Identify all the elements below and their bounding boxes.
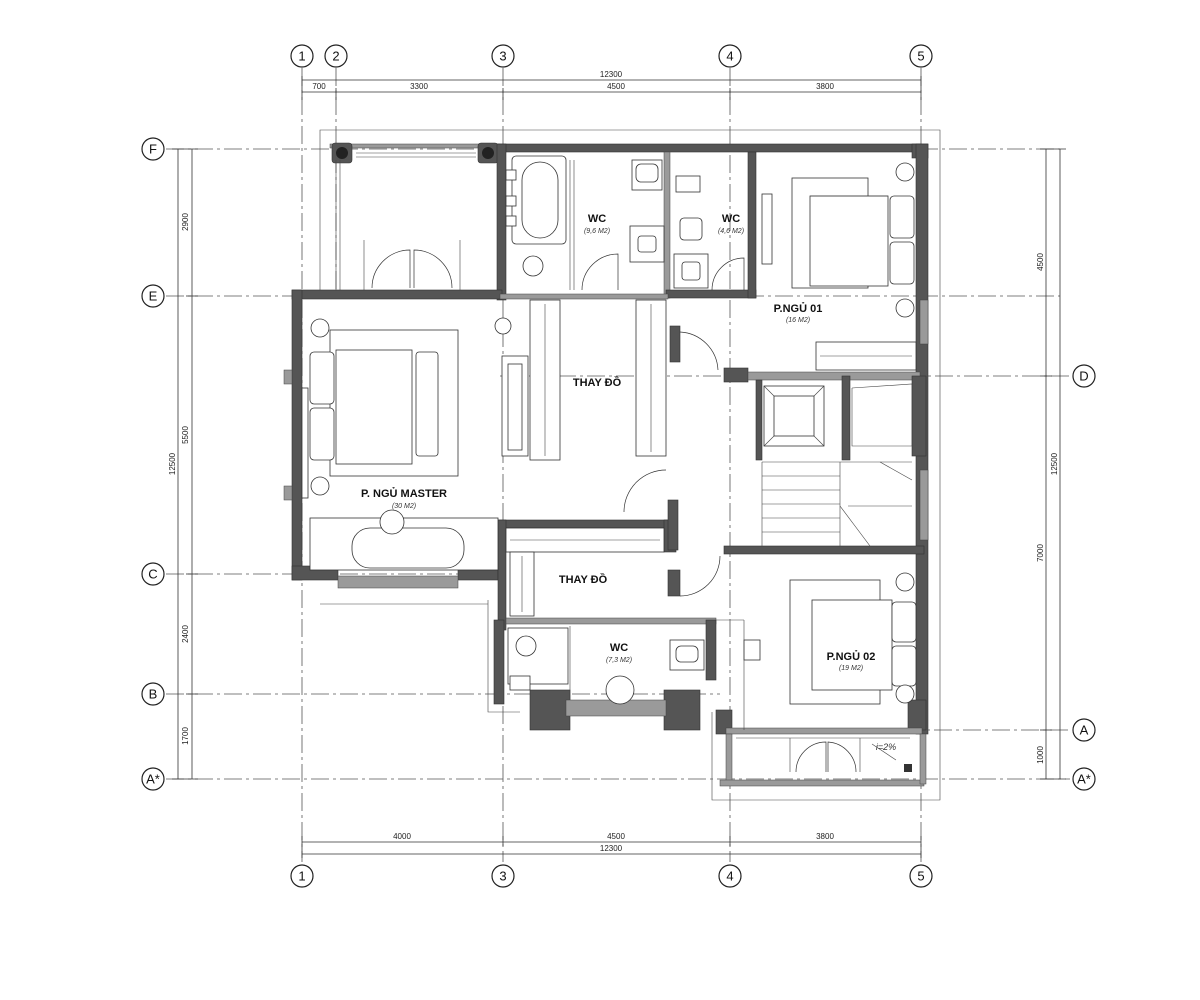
wc1-fixtures bbox=[505, 155, 665, 291]
grid-label-col-2: 2 bbox=[332, 49, 339, 64]
grid-label-row-C: C bbox=[148, 567, 157, 582]
master-area: (30 M2) bbox=[392, 503, 416, 510]
grid-bubbles-top: 1 2 3 4 5 bbox=[290, 44, 933, 68]
bed1-furniture bbox=[761, 162, 917, 371]
dim-left-seg-3: 2400 bbox=[181, 625, 190, 643]
wc1-label: WC bbox=[588, 213, 606, 225]
grid-bubbles-left: F E C B A* bbox=[141, 137, 165, 791]
grid-label-row-F: F bbox=[149, 142, 157, 157]
dim-right-seg-1: 4500 bbox=[1036, 253, 1045, 271]
bed1-area: (16 M2) bbox=[786, 317, 810, 324]
grid-label-row-B: B bbox=[149, 687, 158, 702]
grid-label-row-E: E bbox=[149, 289, 158, 304]
wc3-label: WC bbox=[610, 642, 628, 654]
grid-label-col-3: 3 bbox=[499, 49, 506, 64]
dim-bottom-seg-3: 3800 bbox=[816, 832, 834, 841]
dim-left-seg-4: 1700 bbox=[181, 727, 190, 745]
bed2-furniture bbox=[716, 572, 917, 730]
dim-right-total: 12500 bbox=[1050, 452, 1059, 475]
walls bbox=[283, 142, 929, 787]
dim-top-seg-1: 700 bbox=[312, 82, 326, 91]
grid-label-row-D: D bbox=[1079, 369, 1088, 384]
grid-label-bottom-3: 3 bbox=[499, 869, 506, 884]
slab-outline bbox=[319, 129, 941, 801]
wc2-area: (4,6 M2) bbox=[718, 228, 744, 235]
dim-bottom-total: 12300 bbox=[600, 844, 623, 853]
grid-bubbles-right: D A A* bbox=[1072, 364, 1096, 791]
wc1-area: (9,6 M2) bbox=[584, 228, 610, 235]
grid-label-row-A-star-right: A* bbox=[1077, 772, 1091, 787]
dress2-wardrobes bbox=[505, 469, 721, 617]
dim-bottom-seg-2: 4500 bbox=[607, 832, 625, 841]
dim-right-seg-3: 1000 bbox=[1036, 746, 1045, 764]
wc2-label: WC bbox=[722, 213, 740, 225]
master-label: P. NGỦ MASTER bbox=[361, 487, 447, 500]
dim-bottom-seg-1: 4000 bbox=[393, 832, 411, 841]
wc2-fixtures bbox=[673, 175, 745, 291]
bed1-label: P.NGỦ 01 bbox=[774, 302, 823, 315]
grid-label-col-5: 5 bbox=[917, 49, 924, 64]
slope-label: i=2% bbox=[876, 742, 896, 752]
grid-label-col-1: 1 bbox=[298, 49, 305, 64]
master-furniture bbox=[301, 318, 499, 571]
dress1-wardrobes bbox=[494, 299, 719, 461]
bed2-area: (19 M2) bbox=[839, 665, 863, 672]
floor-drain-icon bbox=[904, 764, 912, 772]
grid-label-bottom-4: 4 bbox=[726, 869, 733, 884]
balcony-top bbox=[336, 147, 494, 290]
dim-top-total: 12300 bbox=[600, 70, 623, 79]
stair-elevator bbox=[761, 383, 913, 547]
grid-label-bottom-5: 5 bbox=[917, 869, 924, 884]
bed2-label: P.NGỦ 02 bbox=[827, 650, 876, 663]
grid-label-col-4: 4 bbox=[726, 49, 733, 64]
balcony-bottom bbox=[736, 737, 912, 773]
grid-bubbles-bottom: 1 3 4 5 bbox=[290, 864, 933, 888]
grid-label-row-A-star-left: A* bbox=[146, 772, 160, 787]
dim-top-seg-2: 3300 bbox=[410, 82, 428, 91]
dress2-label: THAY ĐỒ bbox=[559, 573, 608, 586]
dim-left-total: 12500 bbox=[168, 452, 177, 475]
dim-top-seg-4: 3800 bbox=[816, 82, 834, 91]
dim-left-seg-1: 2900 bbox=[181, 213, 190, 231]
grid-label-bottom-1: 1 bbox=[298, 869, 305, 884]
wc3-area: (7,3 M2) bbox=[606, 657, 632, 664]
dim-right-seg-2: 7000 bbox=[1036, 544, 1045, 562]
dim-top-seg-3: 4500 bbox=[607, 82, 625, 91]
grid-label-row-A: A bbox=[1080, 723, 1089, 738]
dimension-lines bbox=[172, 76, 1066, 858]
dim-left-seg-2: 5500 bbox=[181, 426, 190, 444]
dress1-label: THAY ĐỒ bbox=[573, 376, 622, 389]
wc3-fixtures bbox=[507, 626, 705, 705]
